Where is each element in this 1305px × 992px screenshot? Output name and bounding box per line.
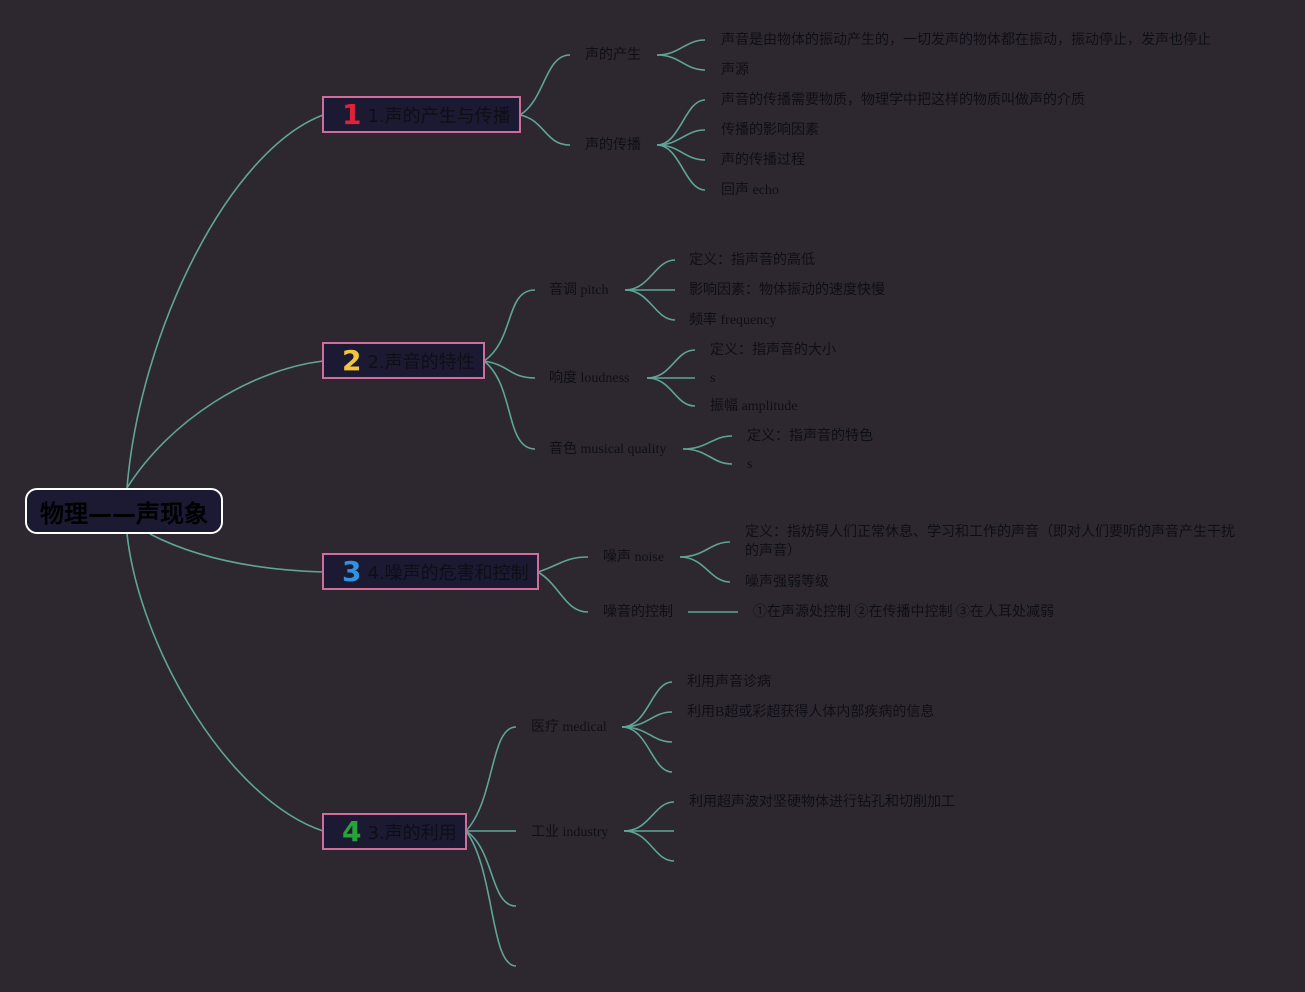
link-root-3 <box>149 533 324 573</box>
subtopic-musical-quality[interactable]: 音色 musical quality <box>549 442 667 457</box>
number-four-icon: 4 <box>342 814 362 848</box>
subtopic-noise-control[interactable]: 噪音的控制 <box>603 605 673 620</box>
leaf-node[interactable]: 利用声音诊病 <box>687 675 771 690</box>
leaf-node[interactable]: 声音是由物体的振动产生的，一切发声的物体都在振动，振动停止，发声也停止 <box>721 33 1211 48</box>
leaf-node[interactable]: 定义：指声音的特色 <box>747 429 873 444</box>
leaf-node[interactable]: 利用B超或彩超获得人体内部疾病的信息 <box>687 705 935 720</box>
leaf-node[interactable]: 定义：指声音的大小 <box>710 343 836 358</box>
leaf-node[interactable]: 频率 frequency <box>689 313 777 328</box>
topic-label: 2.声音的特性 <box>367 351 475 373</box>
link-root-2 <box>126 360 324 489</box>
topic-noise-hazard-control[interactable]: 3 4.噪声的危害和控制 <box>322 553 539 590</box>
topic-sound-characteristics[interactable]: 2 2.声音的特性 <box>322 342 485 379</box>
topic-label: 1.声的产生与传播 <box>367 105 511 127</box>
subtopic-pitch[interactable]: 音调 pitch <box>549 283 609 298</box>
leaf-node[interactable]: ①在声源处控制 ②在传播中控制 ③在人耳处减弱 <box>753 605 1054 620</box>
leaf-node[interactable]: 定义：指声音的高低 <box>689 253 815 268</box>
topic-sound-applications[interactable]: 4 3.声的利用 <box>322 813 467 850</box>
number-three-icon: 3 <box>342 554 362 588</box>
root-topic-label: 物理——声现象 <box>40 499 208 528</box>
topic-sound-production-propagation[interactable]: 1 1.声的产生与传播 <box>322 96 521 133</box>
leaf-node[interactable]: 声音的传播需要物质，物理学中把这样的物质叫做声的介质 <box>721 93 1085 108</box>
subtopic-sound-propagation[interactable]: 声的传播 <box>585 138 641 153</box>
number-one-icon: 1 <box>342 97 362 131</box>
topic-label: 3.声的利用 <box>367 822 457 844</box>
leaf-node[interactable]: s <box>747 457 753 472</box>
leaf-node[interactable]: 利用超声波对坚硬物体进行钻孔和切削加工 <box>689 795 955 810</box>
leaf-node[interactable]: 传播的影响因素 <box>721 123 819 138</box>
leaf-node[interactable]: 振幅 amplitude <box>710 399 798 414</box>
subtopic-industry[interactable]: 工业 industry <box>531 825 609 840</box>
subtopic-sound-production[interactable]: 声的产生 <box>585 48 641 63</box>
leaf-node[interactable]: 声的传播过程 <box>721 153 805 168</box>
leaf-node[interactable]: 回声 echo <box>721 183 779 198</box>
subtopic-noise[interactable]: 噪声 noise <box>603 550 665 565</box>
root-topic[interactable]: 物理——声现象 <box>25 488 223 534</box>
number-two-icon: 2 <box>342 343 362 377</box>
link-root-4 <box>126 533 324 832</box>
subtopic-medical[interactable]: 医疗 medical <box>531 720 607 735</box>
leaf-node[interactable]: 噪声强弱等级 <box>745 575 829 590</box>
leaf-node[interactable]: 定义：指妨碍人们正常休息、学习和工作的声音（即对人们要听的声音产生干扰的声音） <box>745 525 1235 559</box>
topic-label: 4.噪声的危害和控制 <box>367 562 529 584</box>
leaf-node[interactable]: 影响因素：物体振动的速度快慢 <box>689 283 885 298</box>
leaf-node[interactable]: 声源 <box>721 63 749 78</box>
subtopic-loudness[interactable]: 响度 loudness <box>549 371 630 386</box>
leaf-node[interactable]: s <box>710 371 716 386</box>
link-root-1 <box>126 114 324 489</box>
